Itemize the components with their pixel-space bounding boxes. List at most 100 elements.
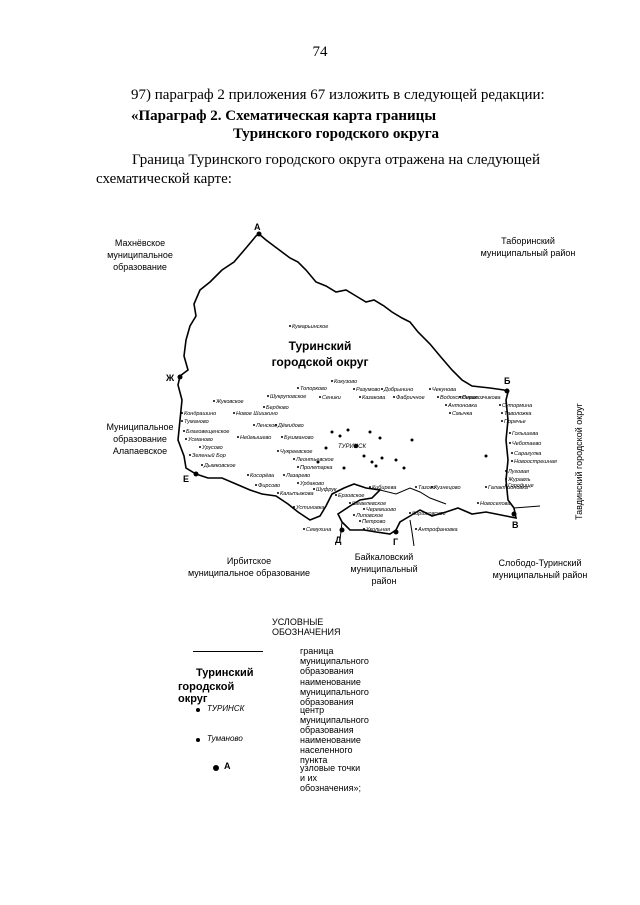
settlement-dot [393,396,395,398]
settlement-label: Кальтыжова [280,491,314,497]
settlement-label: Бердюво [266,405,289,411]
node-g-label: Г [393,537,398,547]
node-v-label: В [512,520,519,530]
node-e-point [193,471,199,477]
settlement-dot [368,430,372,434]
node-e-label: Е [183,474,189,484]
node-zh-point [177,374,183,380]
legend-title: УСЛОВНЫЕ ОБОЗНАЧЕНИЯ [272,617,341,637]
neighbor-irbitskoe-2: муниципальное образование [188,568,310,578]
settlement-dot [183,430,185,432]
settlement-label: Ленское [255,423,277,429]
settlement-dot [501,420,503,422]
settlement-dot [277,450,279,452]
settlement-label: Черемшово [366,507,396,513]
settlement-dot [445,404,447,406]
neighbor-alapaevskoe-1: Муниципальное [106,422,173,432]
neighbor-makhnevskoe-3: образование [113,262,167,272]
district-boundary [177,232,518,535]
amendment-item: 97) параграф 2 приложения 67 изложить в … [131,87,545,103]
settlement-label: Разумово [356,387,380,393]
settlement-dot [369,486,371,488]
settlement-label: Антрофановка [417,527,458,533]
settlement-dot [501,412,503,414]
settlement-label: Водохстонкик [440,395,477,401]
settlement-label: Казакова [362,395,385,401]
neighbor-sloboda-2: муниципальный район [493,570,588,580]
legend-node-sample: А [224,761,231,771]
settlement-label: Перевозчикова [462,395,501,401]
settlement-label: Жуковское [215,399,244,405]
settlement-dots [316,428,488,470]
inner-boundary-4 [513,505,541,509]
settlement-dot [429,388,431,390]
settlement-dot [330,430,334,434]
settlement-label: Журавль [507,477,531,483]
settlement-dot [263,406,265,408]
settlement-label: Кондрашино [184,411,216,417]
settlement-dot [319,396,321,398]
settlement-dot [363,528,365,530]
legend-settlement-sample: Туманово [207,734,243,743]
settlement-label: Кокузово [334,379,357,385]
neighbor-baikalovsky-1: Байкаловский [355,552,414,562]
settlement-label: Благовещенское [186,429,230,435]
settlement-label: Новоселова [480,501,510,507]
settlement-label: Сутормина [502,403,532,409]
settlement-label: Луговая [507,469,529,475]
node-d-point [339,527,345,533]
settlement-label: Сеники [322,395,341,401]
settlement-dot [289,325,291,327]
settlement-label: Туманово [184,419,209,425]
settlement-dot [484,454,488,458]
settlement-dot [359,396,361,398]
settlement-label: Фирсово [258,483,280,489]
legend-name-sample-1: Туринский [196,667,254,679]
node-a-label: А [254,222,261,232]
settlement-dot [505,478,507,480]
settlement-dot [181,420,183,422]
neighbor-taborinsky-1: Таборинский [501,236,555,246]
legend-settlement-dot [196,738,200,742]
settlement-label: Антоновка [447,403,477,409]
node-v-point [511,511,517,517]
settlement-dot [363,508,365,510]
settlement-dot [415,486,417,488]
settlement-label: Липовское [355,513,383,519]
settlement-label: Неймышево [240,434,271,441]
settlement-label: Леонтьевское [295,457,334,463]
settlement-dot [342,466,346,470]
settlement-dot [297,387,299,389]
intro-paragraph: Граница Туринского городского округа отр… [96,152,540,187]
settlement-dot [201,464,203,466]
settlement-dot [324,446,328,450]
settlement-dot [316,460,320,464]
legend-name-desc: наименование муниципального образования [300,677,369,707]
settlement-label: Фабричное [396,395,425,401]
settlement-dot [409,512,411,514]
settlement-label: Косорёва [250,473,274,479]
settlement-dot [511,452,513,454]
node-b-point [504,388,510,394]
neighbor-alapaevskoe-2: образование [113,434,167,444]
settlement-label: Чеботаево [512,441,541,447]
settlement-label: Кузнецово [434,485,461,491]
settlement-dot [437,396,439,398]
legend-name-sample-2: городской округ [178,681,235,705]
settlement-label: Поречье [504,419,526,425]
settlement-label: Урусово [201,445,223,451]
settlement-dot [359,520,361,522]
settlement-dot [353,388,355,390]
node-points: А Б В Г Д Е Ж [165,222,519,547]
node-a-point [256,231,262,237]
settlement-label: Кибирева [372,485,396,491]
legend-node-desc: узловые точки и их обозначения»; [300,763,362,793]
settlement-dot [331,380,333,382]
neighbor-baikalovsky-2: муниципальный [350,564,417,574]
section-heading-line-1: «Параграф 2. Схематическая карта границы [131,108,437,124]
settlement-dot [275,424,277,426]
neighbor-tavdinsky: Тавдинский городской округ [574,402,584,520]
settlement-dot [509,442,511,444]
settlement-dot [199,446,201,448]
legend-settlement-desc: наименование населенного пункта [300,735,361,765]
